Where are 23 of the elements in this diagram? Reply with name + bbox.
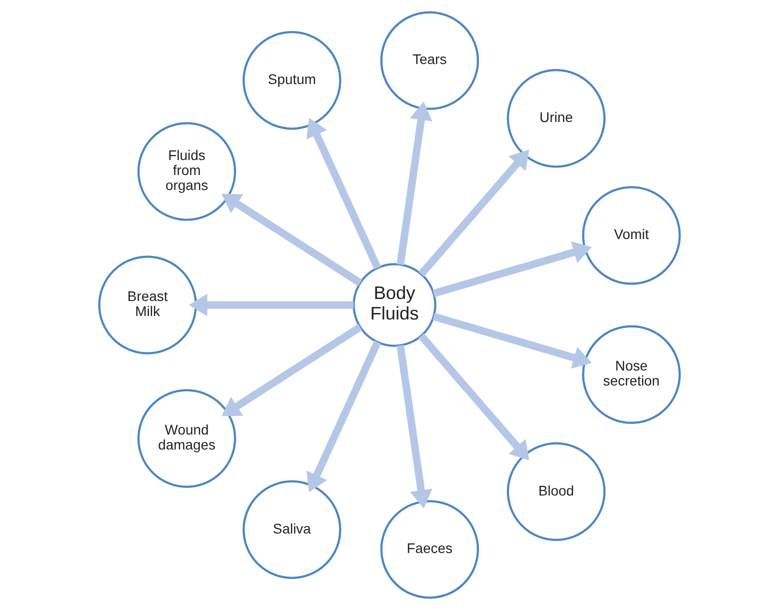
arrow [188,294,354,316]
node-circle: Faeces [380,500,479,599]
node-circle: Sputum [242,31,342,130]
node-circle: Nose secretion [582,325,681,424]
node-circle: Blood [506,442,606,541]
arrow [221,324,362,416]
arrow [418,150,530,277]
node-circle: Body Fluids [352,263,436,347]
arrow [221,194,362,286]
node-circle: Saliva [242,480,342,579]
node-circle: Breast Milk [98,256,197,354]
arrow [396,101,432,266]
arrow [418,333,530,460]
arrow [306,340,381,492]
arrow [396,344,432,509]
arrow [306,118,381,270]
node-circle: Wound damages [137,389,236,488]
node-circle: Tears [380,11,479,110]
arrow [432,312,592,369]
node-circle: Urine [506,69,606,168]
arrow [432,241,592,298]
node-circle: Fluids from organs [137,122,236,221]
node-circle: Vomit [582,186,681,285]
